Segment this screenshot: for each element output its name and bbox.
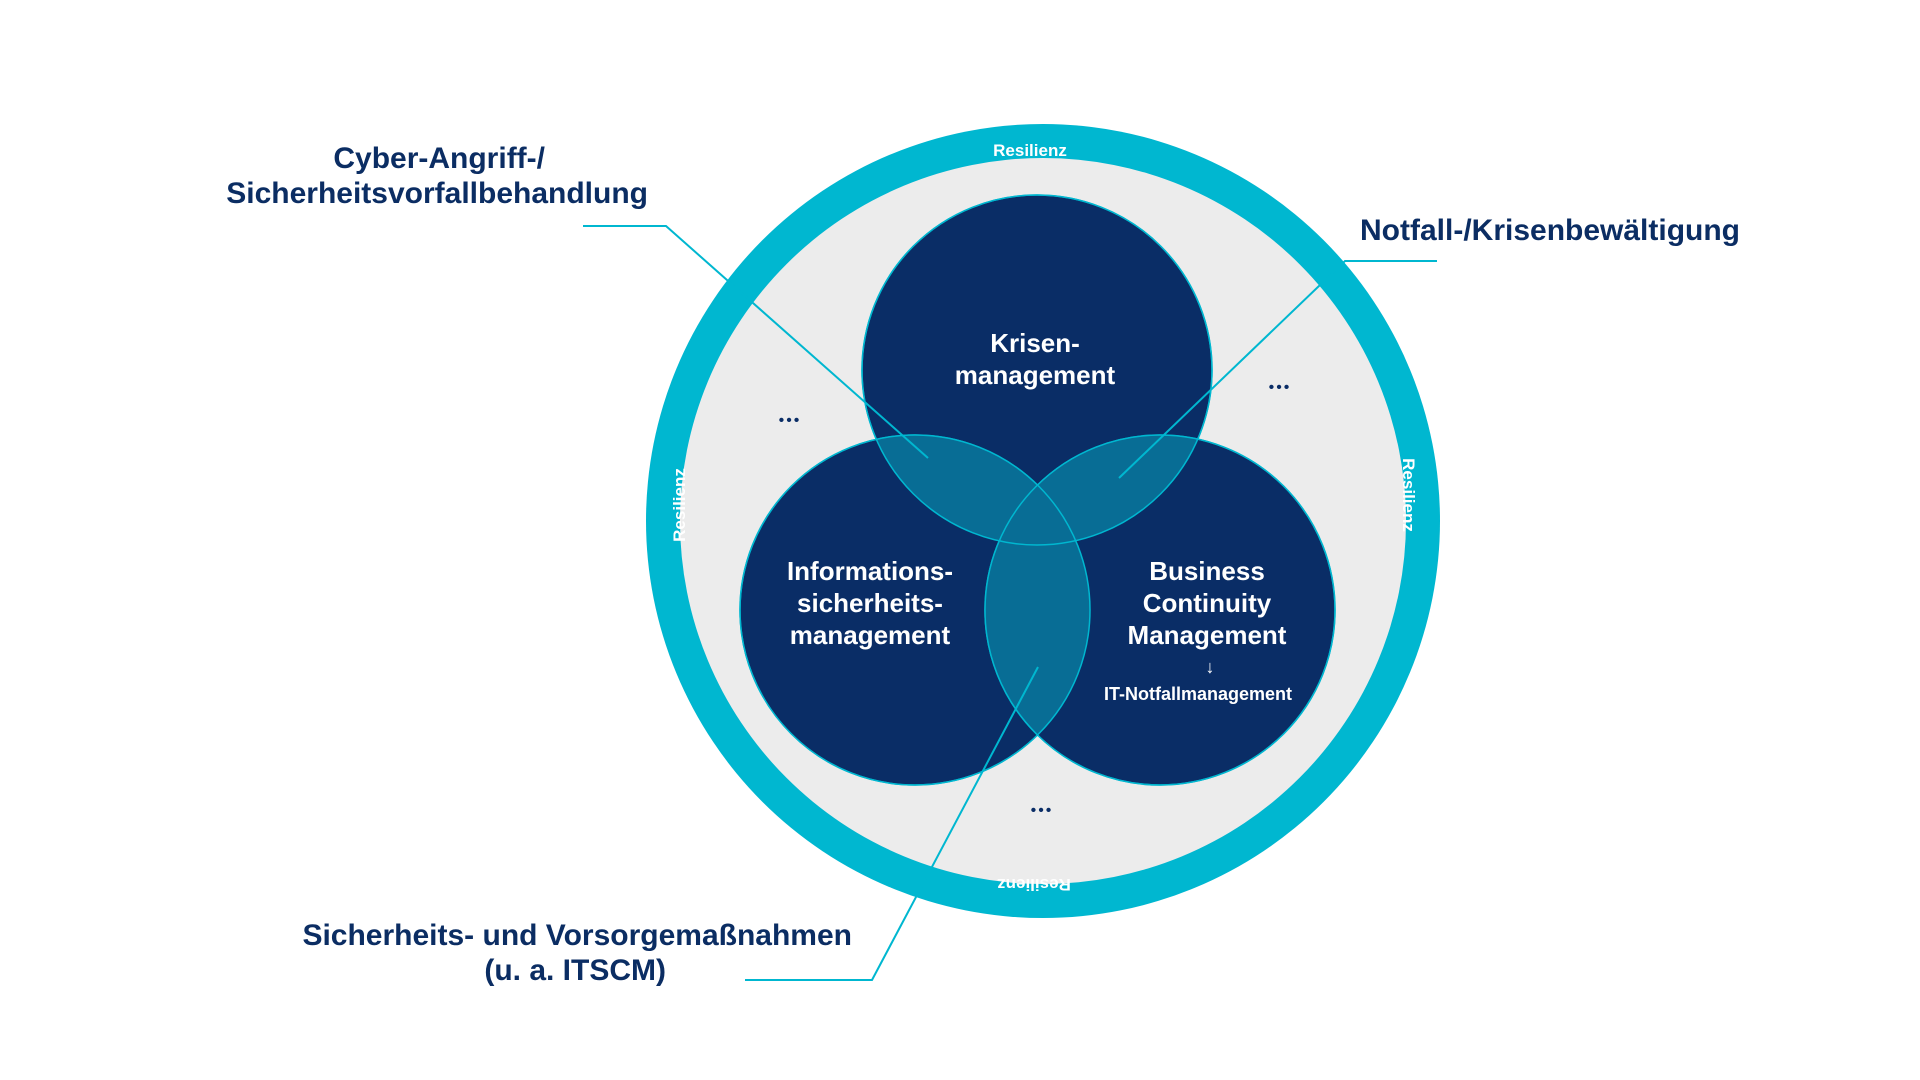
callout-sicherheit-line2: (u. a. ITSCM) [484, 954, 666, 987]
arrow-down-icon: ↓ [1206, 657, 1215, 677]
ellipsis-bottom: ••• [1031, 802, 1054, 819]
leader-line-notfall [1118, 260, 1437, 479]
ellipsis-right: ••• [1269, 379, 1292, 396]
label-bcm-line3: Management [1128, 620, 1287, 650]
label-infosec-line1: Informations- [787, 556, 953, 586]
label-infosec-line2: sicherheits- [797, 588, 943, 618]
callout-cyber-line1: Cyber-Angriff-/ [333, 142, 545, 175]
callout-sicherheit-line1: Sicherheits- und Vorsorgemaßnahmen [302, 919, 852, 952]
overlap-top-right [985, 435, 1212, 545]
ring-label-bottom: Resilienz [997, 875, 1071, 894]
label-bcm-line2: Continuity [1143, 588, 1272, 618]
leader-line-cyber [583, 225, 929, 459]
callout-notfall: Notfall-/Krisenbewältigung [1360, 214, 1740, 247]
ring-label-left: Resilienz [670, 468, 689, 542]
overlap-top-left [862, 435, 1090, 545]
label-infosec-line3: management [790, 620, 951, 650]
label-krisen-line2: management [955, 360, 1116, 390]
ring-label-top: Resilienz [993, 141, 1067, 160]
callout-cyber-line2: Sicherheitsvorfallbehandlung [226, 177, 648, 210]
label-krisen-line1: Krisen- [990, 328, 1080, 358]
leader-line-sicherheit [745, 666, 1039, 981]
ring-label-right: Resilienz [1399, 458, 1418, 532]
label-it-notfallmanagement: IT-Notfallmanagement [1104, 684, 1292, 704]
ellipsis-left: ••• [779, 412, 802, 429]
label-bcm-line1: Business [1149, 556, 1265, 586]
